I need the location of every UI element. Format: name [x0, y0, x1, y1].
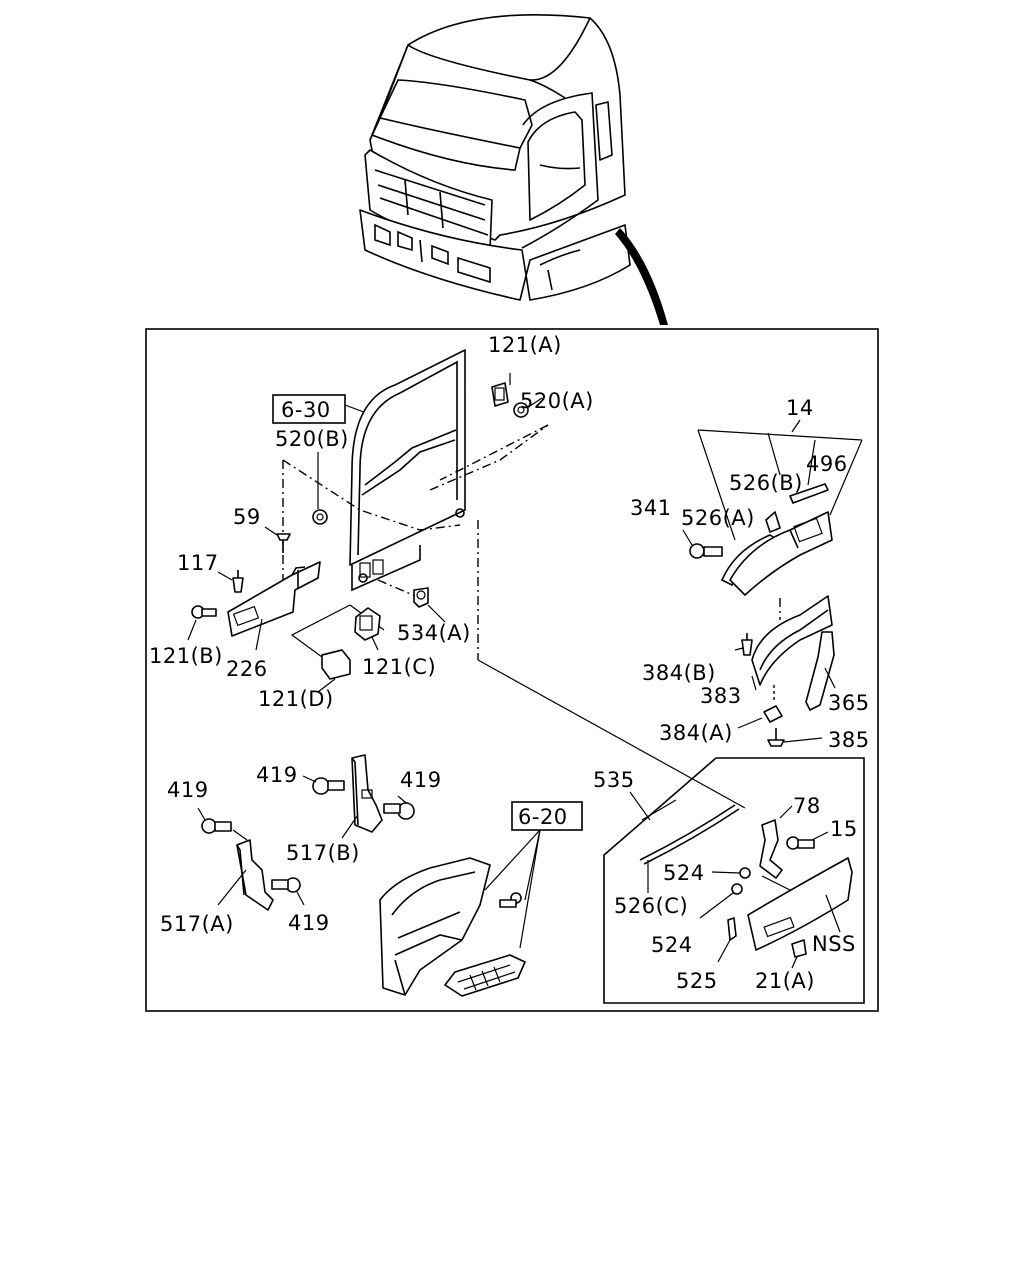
nut-524-lower[interactable] — [731, 883, 743, 895]
label-517a: 517(A) — [160, 912, 234, 936]
label-525: 525 — [676, 969, 718, 993]
weatherstrip-535[interactable] — [639, 804, 740, 865]
step-plate — [444, 954, 526, 997]
grommet-121c[interactable] — [354, 607, 381, 641]
step-bolt — [499, 892, 522, 908]
label-524-upper: 524 — [663, 861, 705, 885]
main-detail-frame — [145, 328, 879, 1012]
bolt-419-b[interactable] — [271, 877, 301, 893]
nut-520a[interactable] — [513, 402, 529, 418]
label-117: 117 — [177, 551, 219, 575]
bolt-419-d[interactable] — [383, 802, 415, 820]
step-assembly — [379, 857, 526, 997]
label-341: 341 — [630, 496, 672, 520]
label-14: 14 — [786, 396, 814, 420]
bolt-15[interactable] — [786, 836, 815, 850]
ref-box-6-20[interactable]: 6-20 — [484, 801, 583, 949]
garnish-nss[interactable] — [747, 857, 853, 951]
label-524-lower: 524 — [651, 933, 693, 957]
bracket-517b[interactable] — [351, 754, 383, 833]
label-419-c: 419 — [256, 763, 298, 787]
label-121c: 121(C) — [362, 655, 436, 679]
label-59: 59 — [233, 505, 261, 529]
label-419-b: 419 — [288, 911, 330, 935]
label-496: 496 — [806, 452, 848, 476]
clip-526b[interactable] — [765, 511, 781, 533]
label-78: 78 — [793, 794, 821, 818]
side-panel-14[interactable] — [729, 511, 833, 596]
label-365: 365 — [828, 691, 870, 715]
panel-383[interactable] — [751, 595, 833, 686]
bracket-517a[interactable] — [236, 839, 274, 911]
bolt-419-a[interactable] — [201, 818, 232, 834]
stay-365[interactable] — [805, 631, 835, 711]
label-535: 535 — [593, 768, 635, 792]
label-21a: 21(A) — [755, 969, 815, 993]
label-15: 15 — [830, 817, 858, 841]
label-419-a: 419 — [167, 778, 209, 802]
nut-524-upper[interactable] — [739, 867, 751, 879]
label-226: 226 — [226, 657, 268, 681]
screw-59[interactable] — [276, 533, 291, 553]
block-121d[interactable] — [321, 649, 351, 680]
label-385: 385 — [828, 728, 870, 752]
nss-inset-frame — [603, 757, 865, 1004]
clip-121a[interactable] — [491, 382, 509, 407]
bracket-78[interactable] — [759, 819, 783, 879]
bolt-419-c[interactable] — [312, 777, 345, 795]
truck-cab-illustration — [359, 14, 668, 325]
label-383: 383 — [700, 684, 742, 708]
label-384a: 384(A) — [659, 721, 733, 745]
label-121a: 121(A) — [488, 333, 562, 357]
clip-21a[interactable] — [791, 939, 807, 958]
label-526c: 526(C) — [614, 894, 688, 918]
label-526a: 526(A) — [681, 506, 755, 530]
ref-box-6-30[interactable]: 6-30 — [272, 394, 386, 424]
screw-385[interactable] — [767, 728, 785, 747]
grommet-534a[interactable] — [413, 587, 429, 608]
door-panel — [349, 349, 466, 592]
clip-117[interactable] — [232, 570, 244, 593]
ref-label-6-30: 6-30 — [281, 398, 331, 422]
label-526b: 526(B) — [729, 471, 803, 495]
nut-520b[interactable] — [312, 509, 328, 525]
label-121d: 121(D) — [258, 687, 334, 711]
ref-label-6-20: 6-20 — [518, 805, 568, 829]
label-520b: 520(B) — [275, 427, 349, 451]
label-121b: 121(B) — [149, 644, 223, 668]
label-nss: NSS — [812, 932, 856, 956]
bolt-341[interactable] — [689, 543, 723, 559]
clip-525[interactable] — [727, 917, 737, 941]
bolt-121b[interactable] — [191, 605, 217, 619]
clip-384b[interactable] — [741, 633, 753, 656]
bracket-226[interactable] — [227, 561, 321, 637]
label-517b: 517(B) — [286, 841, 360, 865]
nut-384a[interactable] — [763, 705, 783, 723]
label-419-d: 419 — [400, 768, 442, 792]
strip-496[interactable] — [789, 483, 829, 504]
callout-labels: 121(A) 520(A) 520(B) 59 117 121(B) 226 1… — [149, 333, 870, 993]
label-534a: 534(A) — [397, 621, 471, 645]
label-520a: 520(A) — [520, 389, 594, 413]
label-384b: 384(B) — [642, 661, 716, 685]
